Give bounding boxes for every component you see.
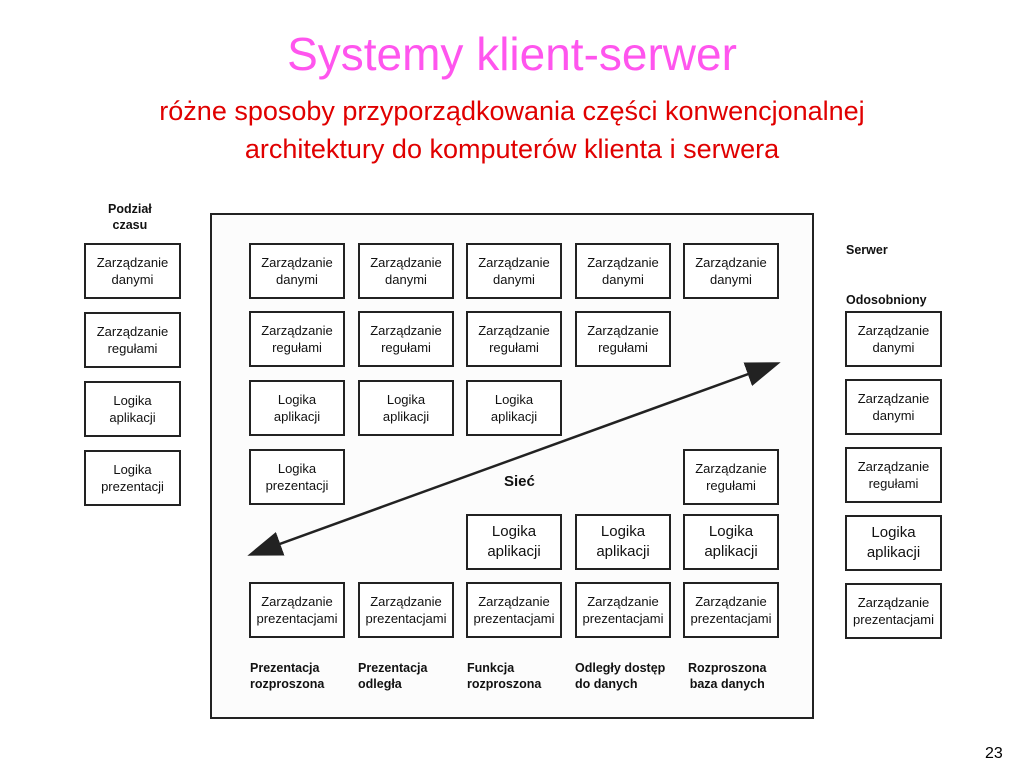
right-box-data-mgmt-2: Zarządzanie danymi xyxy=(845,379,942,435)
right-box-presentation-mgmt: Zarządzanie prezentacjami xyxy=(845,583,942,639)
col3-data-mgmt: Zarządzanie danymi xyxy=(466,243,562,299)
col4-presentation-mgmt: Zarządzanie prezentacjami xyxy=(575,582,671,638)
col2-rules-mgmt: Zarządzanie regułami xyxy=(358,311,454,367)
left-box-data-mgmt: Zarządzanie danymi xyxy=(84,243,181,299)
col1-data-mgmt: Zarządzanie danymi xyxy=(249,243,345,299)
caption-distributed-database: Rozproszona baza danych xyxy=(688,661,767,691)
caption-distributed-function: Funkcja rozproszona xyxy=(467,661,542,691)
subtitle-line-2: architektury do komputerów klienta i ser… xyxy=(244,134,780,164)
col5-presentation-mgmt: Zarządzanie prezentacjami xyxy=(683,582,779,638)
left-box-presentation-logic: Logika prezentacji xyxy=(84,450,181,506)
right-header-server: Serwer xyxy=(846,243,888,257)
caption-remote-data-access: Odległy dostęp do danych xyxy=(575,661,666,691)
right-box-data-mgmt-1: Zarządzanie danymi xyxy=(845,311,942,367)
col3-presentation-mgmt: Zarządzanie prezentacjami xyxy=(466,582,562,638)
col4-rules-mgmt: Zarządzanie regułami xyxy=(575,311,671,367)
col5-data-mgmt: Zarządzanie danymi xyxy=(683,243,779,299)
page-number: 23 xyxy=(985,745,1003,762)
col2-data-mgmt: Zarządzanie danymi xyxy=(358,243,454,299)
subtitle-line-1: różne sposoby przyporządkowania części k… xyxy=(159,96,865,126)
right-header-isolated: Odosobniony xyxy=(846,293,927,307)
right-box-rules-mgmt: Zarządzanie regułami xyxy=(845,447,942,503)
col2-presentation-mgmt: Zarządzanie prezentacjami xyxy=(358,582,454,638)
caption-remote-presentation: Prezentacja odległa xyxy=(358,661,428,691)
col1-presentation-mgmt: Zarządzanie prezentacjami xyxy=(249,582,345,638)
left-header-label: Podział czasu xyxy=(108,202,152,232)
col3-rules-mgmt: Zarządzanie regułami xyxy=(466,311,562,367)
left-box-rules-mgmt: Zarządzanie regułami xyxy=(84,312,181,368)
left-box-app-logic: Logika aplikacji xyxy=(84,381,181,437)
col4-data-mgmt: Zarządzanie danymi xyxy=(575,243,671,299)
col1-rules-mgmt: Zarządzanie regułami xyxy=(249,311,345,367)
slide-subtitle: różne sposoby przyporządkowania części k… xyxy=(40,92,984,168)
caption-distributed-presentation: Prezentacja rozproszona xyxy=(250,661,325,691)
right-box-app-logic: Logika aplikacji xyxy=(845,515,942,571)
slide-title: Systemy klient-serwer xyxy=(287,28,737,80)
network-label: Sieć xyxy=(504,473,535,490)
